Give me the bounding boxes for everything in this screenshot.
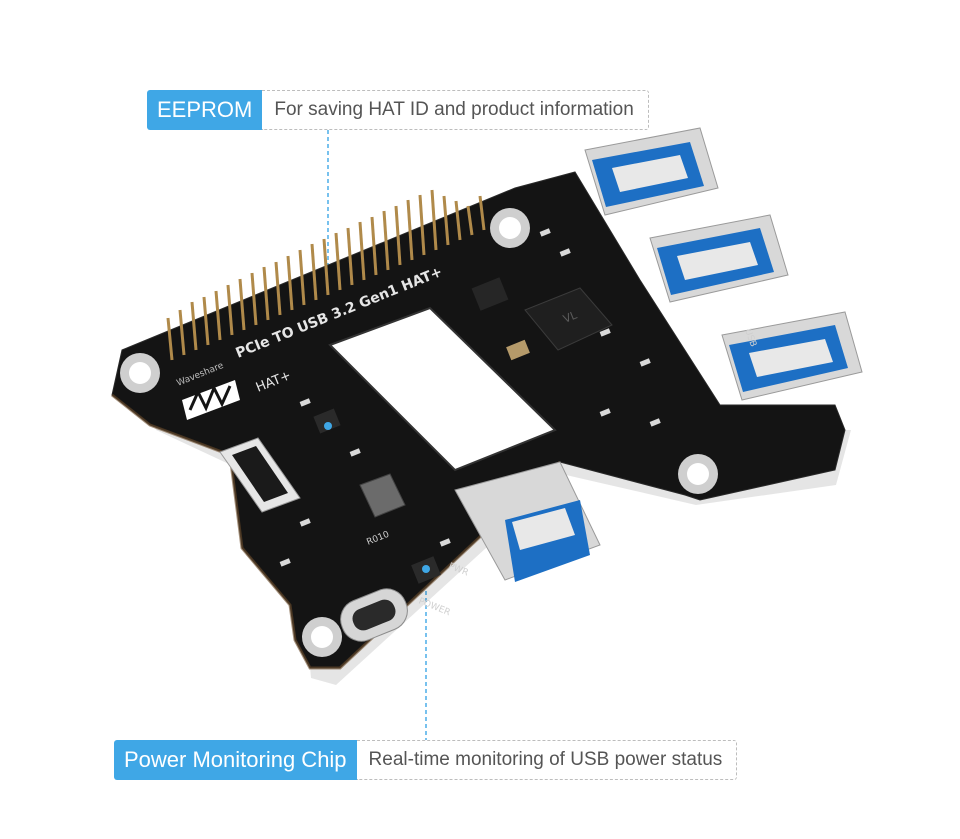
- power-marker-dot: [422, 565, 430, 573]
- usb-c-port: [340, 588, 408, 642]
- usb-port-2: [649, 214, 789, 303]
- eeprom-marker-dot: [324, 422, 332, 430]
- fpc-connector: [219, 437, 301, 513]
- pcie-controller-chip: VL: [524, 287, 613, 351]
- svg-text:VL: VL: [561, 308, 579, 325]
- power-callout-description: Real-time monitoring of USB power status: [356, 740, 738, 780]
- power-callout-label: Power Monitoring Chip: [114, 740, 357, 780]
- power-silkscreen: POWER: [417, 597, 452, 619]
- waveshare-logo-icon: [182, 380, 240, 420]
- usb-port-front: [454, 461, 601, 582]
- eeprom-callout: EEPROM For saving HAT ID and product inf…: [147, 90, 649, 130]
- gpio-header: [166, 189, 486, 361]
- eeprom-callout-label: EEPROM: [147, 90, 263, 130]
- center-cutout: [328, 306, 557, 472]
- power-callout: Power Monitoring Chip Real-time monitori…: [114, 740, 738, 780]
- usb-port-1: [584, 127, 719, 216]
- eeprom-callout-description: For saving HAT ID and product informatio…: [262, 90, 649, 130]
- mounting-holes: [120, 208, 718, 657]
- usb-port-3: [721, 311, 863, 401]
